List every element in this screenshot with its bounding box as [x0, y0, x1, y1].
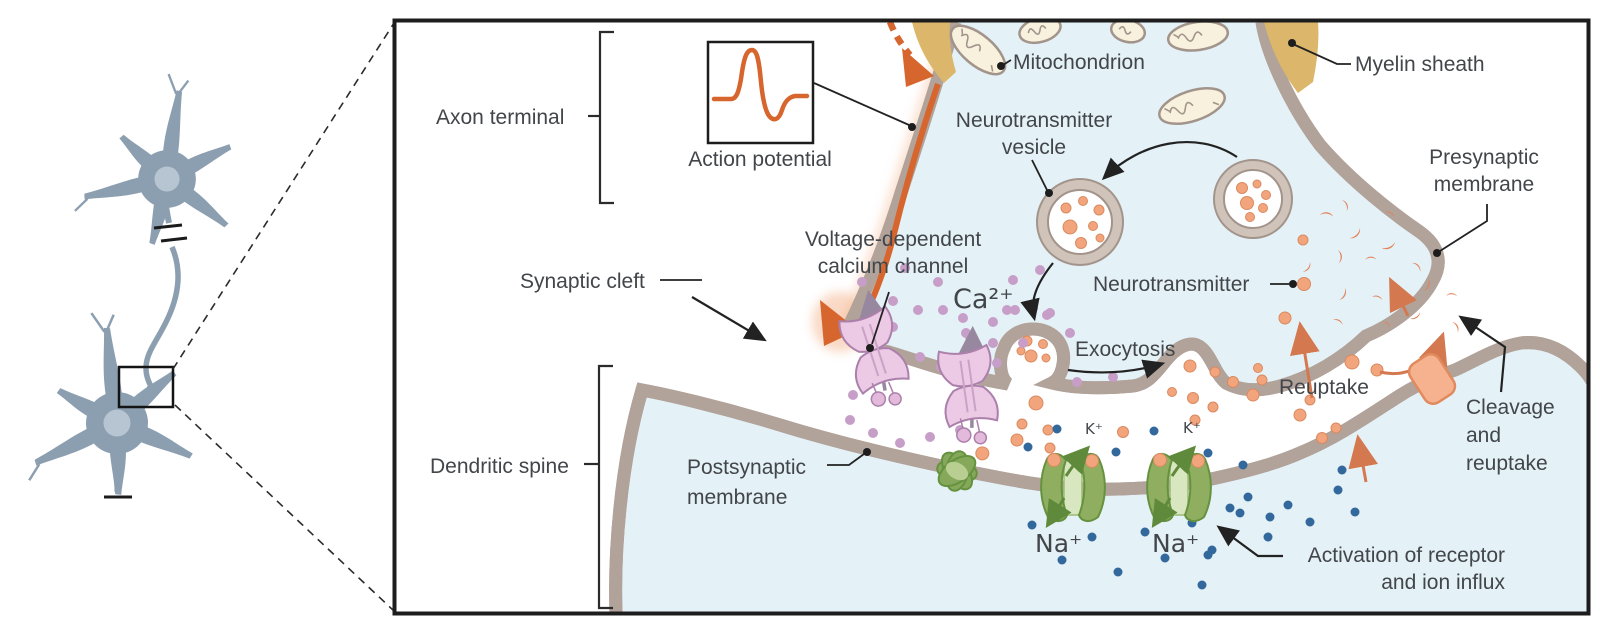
annotation-arrows: [691, 140, 1507, 558]
zoom-connector-lines: [172, 22, 395, 612]
brackets: [584, 30, 614, 610]
released-neurotransmitter: [1010, 234, 1384, 454]
cleavage-pointer: [1458, 315, 1507, 393]
action-potential-label: Action potential: [688, 148, 832, 171]
dendritic-spine-label: Dendritic spine: [430, 455, 569, 478]
panel-border: [392, 18, 1591, 616]
synaptic-cleft-arrow: [691, 296, 767, 342]
sodium-ions: [1023, 424, 1360, 590]
incoming-action-potential-arrow: [886, 22, 913, 58]
action-potential-inset: [706, 40, 815, 145]
reuptake-transporter: [1407, 353, 1457, 405]
label-pointer-lines: [660, 44, 1488, 466]
mitochondria: [949, 22, 1230, 125]
voltage-dependent-calcium-channel-label: Voltage-dependent calcium channel: [804, 228, 982, 278]
activation-label: Activation of receptor and ion influx: [1307, 544, 1505, 594]
exocytosis-label: Exocytosis: [1075, 338, 1176, 361]
ion-flux-arrows: [1045, 445, 1197, 529]
exocytosis-arrow: [1067, 359, 1166, 379]
myelin-sheath-shape: [912, 22, 1319, 93]
neurotransmitter-vesicle-1: [1036, 178, 1124, 266]
vesicle-transport-arrow: [1101, 140, 1238, 181]
axon: [143, 205, 181, 388]
potassium-ion-label: K⁺: [1085, 420, 1103, 438]
label-pointer-dots: [863, 39, 1441, 456]
presynaptic-membrane-label: Presynaptic membrane: [1429, 146, 1539, 196]
neuron-overview: [7, 22, 395, 612]
postsynaptic-neuron: [7, 302, 201, 507]
vesicle-docking-arrow: [1020, 262, 1054, 322]
voltage-dependent-calcium-channels: [838, 289, 999, 445]
axon-terminal-label: Axon terminal: [436, 106, 565, 129]
axon-break-marks: [153, 223, 188, 243]
axon-terminal-bracket: [598, 30, 614, 205]
sodium-ion-label: Na⁺: [1152, 529, 1200, 558]
mitochondrion-label: Mitochondrion: [1013, 51, 1145, 74]
neurotransmitter-vesicle-label: Neurotransmitter vesicle: [955, 109, 1113, 159]
closed-receptor: [936, 446, 990, 492]
synaptic-cleft-label: Synaptic cleft: [520, 270, 645, 293]
reuptake-label: Reuptake: [1279, 376, 1369, 399]
zoom-box: [117, 365, 175, 409]
myelin-sheath-label: Myelin sheath: [1355, 53, 1485, 76]
activation-pointer: [1216, 525, 1283, 558]
potassium-ion-label: K⁺: [1183, 419, 1201, 437]
calcium-ion-label: Ca²⁺: [953, 284, 1014, 315]
neurotransmitter-vesicle-2: [1213, 159, 1293, 239]
postsynaptic-membrane-label: Postsynaptic membrane: [687, 456, 807, 509]
sodium-ion-label: Na⁺: [1035, 529, 1083, 558]
neurotransmitter-label: Neurotransmitter: [1093, 273, 1250, 296]
postsynaptic-receptors: [936, 445, 1212, 529]
axon-stub: [113, 452, 122, 493]
action-potential-waveform: [711, 47, 810, 122]
dendritic-spine-bracket: [597, 364, 613, 610]
cleavage-and-reuptake-label: Cleavage and reuptake: [1466, 396, 1555, 475]
axon-bouton: [146, 383, 160, 395]
